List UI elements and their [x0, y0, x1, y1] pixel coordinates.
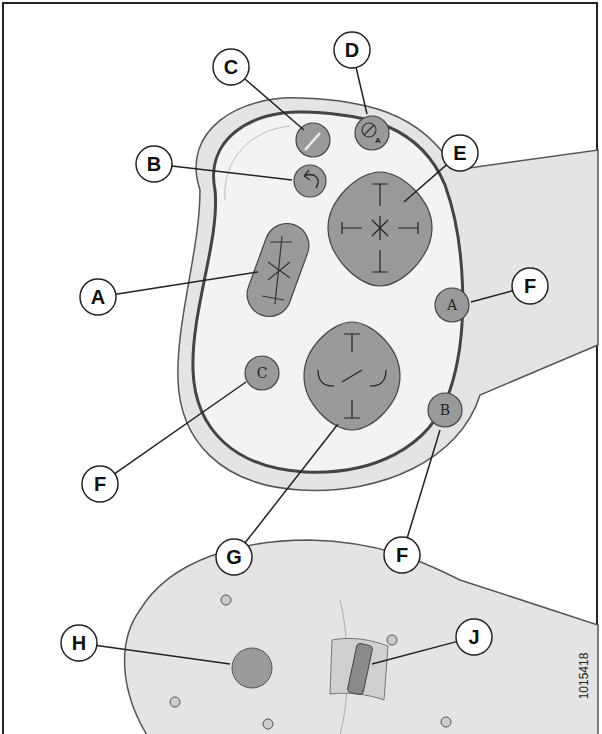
callout-letter: F — [94, 474, 106, 494]
callout-circle — [334, 32, 370, 68]
button-icon — [305, 133, 320, 150]
screw — [387, 635, 397, 645]
button-f-a — [435, 288, 469, 322]
button-panel — [193, 112, 463, 472]
callout-letter: G — [226, 547, 242, 567]
handle-underside — [125, 540, 598, 734]
button-g-icon — [318, 334, 386, 418]
screw — [263, 719, 273, 729]
button-f-b — [428, 393, 462, 427]
callout-circle — [456, 619, 492, 655]
callout-circle — [384, 537, 420, 573]
leader-line — [407, 430, 440, 538]
button-letter: A — [447, 298, 457, 312]
button-letter: B — [440, 403, 450, 417]
rocker-icon — [262, 236, 292, 304]
buttons — [241, 116, 469, 430]
callout-circle — [136, 146, 172, 182]
button-g — [304, 322, 400, 430]
leader-line — [245, 79, 304, 130]
callout-circle — [80, 279, 116, 315]
button-icon — [304, 170, 318, 188]
icon-letter: A — [375, 137, 381, 145]
leader-line — [172, 166, 292, 180]
button-e-icon — [342, 184, 418, 272]
callout-circle — [216, 539, 252, 575]
callout-circle — [442, 135, 478, 171]
leader-line — [116, 272, 258, 294]
rocker-switch — [241, 217, 315, 322]
callout-letter: H — [72, 633, 86, 653]
screw — [221, 595, 231, 605]
leader-line — [97, 645, 230, 664]
callout-circle — [512, 268, 548, 304]
callout-letter: A — [91, 287, 105, 307]
button-e — [328, 172, 432, 286]
button-f-c — [245, 356, 279, 390]
slider-recess — [330, 638, 388, 700]
leader-line — [356, 68, 367, 114]
leader-line — [404, 165, 446, 202]
handle-housing — [178, 98, 598, 491]
callout-letter: J — [468, 627, 479, 647]
leader-line — [471, 291, 513, 302]
callout-letter: F — [524, 276, 536, 296]
button-letter: C — [257, 366, 268, 380]
leader-line — [115, 382, 246, 474]
panel-highlight — [225, 126, 290, 200]
button-icon — [364, 125, 374, 135]
callout-letter: E — [453, 143, 466, 163]
callout-letter: C — [224, 57, 238, 77]
callout-letter: B — [147, 154, 161, 174]
button-b — [294, 165, 326, 197]
leader-line — [245, 424, 338, 543]
button-d — [355, 116, 389, 150]
callout-circle — [213, 49, 249, 85]
button-h — [232, 648, 272, 688]
callout-circle — [61, 625, 97, 661]
callouts — [61, 32, 548, 664]
callout-circle — [82, 466, 118, 502]
screw — [170, 697, 180, 707]
slider-j — [347, 643, 373, 695]
callout-letter: F — [396, 545, 408, 565]
leader-line — [372, 642, 457, 664]
callout-letter: D — [345, 40, 359, 60]
screw — [441, 717, 451, 727]
figure-number: 1015418 — [578, 653, 590, 700]
button-icon — [362, 123, 376, 137]
